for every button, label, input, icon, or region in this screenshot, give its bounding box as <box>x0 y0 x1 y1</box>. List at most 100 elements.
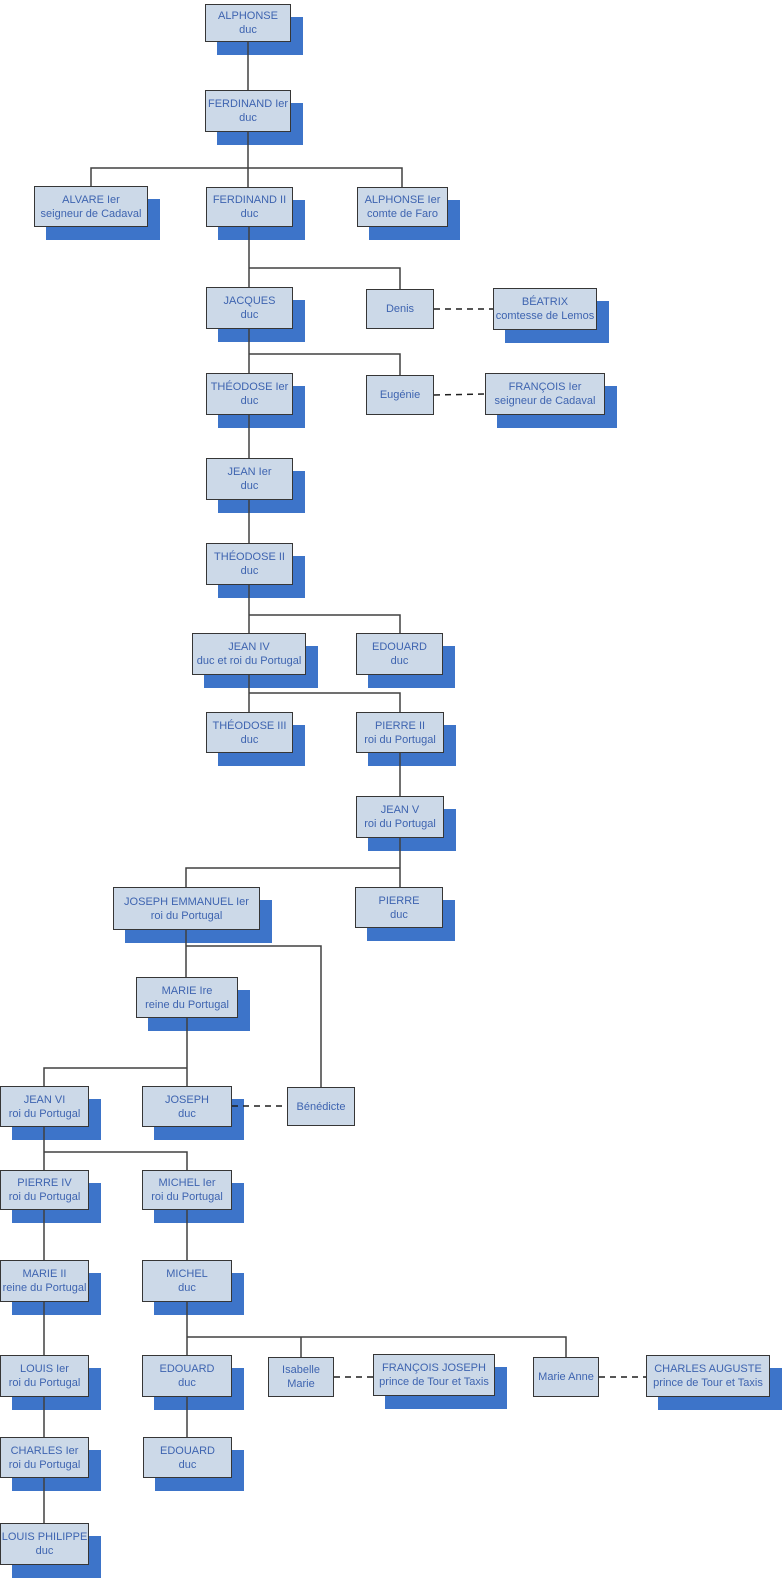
descent-connector <box>90 167 403 187</box>
node-eugenie: Eugénie <box>366 375 434 415</box>
node-name: JEAN IV <box>228 641 270 653</box>
node-title: prince de Tour et Taxis <box>653 1377 763 1389</box>
descent-connector <box>249 692 401 712</box>
node-title: duc <box>178 1377 196 1389</box>
node-name: FERDINAND II <box>212 194 287 206</box>
node-name: FRANÇOIS JOSEPH <box>382 1362 486 1374</box>
node-name: LOUIS PHILIPPE <box>1 1531 88 1543</box>
node-title: comte de Faro <box>367 208 438 220</box>
node-name: JOSEPH <box>164 1093 209 1106</box>
node-name: Bénédicte <box>296 1100 346 1113</box>
node-title: roi du Portugal <box>8 1377 81 1389</box>
node-title: duc <box>240 395 259 407</box>
node-title: duc <box>240 733 259 746</box>
descent-connector <box>43 1067 187 1086</box>
node-title: duc <box>178 1107 196 1120</box>
node-name: BÉATRIX <box>521 296 569 308</box>
node-title: roi du Portugal <box>151 1191 223 1203</box>
descent-connector <box>187 1336 567 1357</box>
node-title: duc <box>390 655 409 667</box>
marriage-connector <box>433 393 486 396</box>
node-theodose-2-duc: THÉODOSE II duc <box>206 543 293 585</box>
node-title: roi du Portugal <box>150 909 223 922</box>
node-name: PIERRE II <box>374 719 426 732</box>
node-name: ALPHONSE <box>218 10 278 22</box>
node-title: Marie <box>287 1378 315 1390</box>
node-title: roi du Portugal <box>364 818 436 830</box>
node-title: roi du Portugal <box>8 1191 81 1203</box>
descent-connector <box>44 1151 188 1170</box>
node-title: reine du Portugal <box>145 998 229 1011</box>
node-name: Denis <box>385 303 415 315</box>
node-name: EDOUARD <box>159 1444 215 1457</box>
node-title: comtesse de Lemos <box>495 310 595 322</box>
node-name: JEAN V <box>380 804 420 816</box>
node-name: Marie Anne <box>538 1371 594 1383</box>
node-alphonse-1er-faro: ALPHONSE Ier comte de Faro <box>357 187 448 227</box>
descent-connector <box>186 945 322 1087</box>
node-title: duc <box>240 208 259 220</box>
node-name: FRANÇOIS Ier <box>508 381 582 393</box>
node-denis: Denis <box>366 289 434 329</box>
node-title: duc <box>178 1458 197 1471</box>
node-name: MICHEL <box>166 1268 208 1280</box>
node-name: CHARLES Ier <box>10 1444 79 1457</box>
node-title: duc et roi du Portugal <box>196 655 302 667</box>
node-name: PIERRE <box>378 894 420 907</box>
node-name: JOSEPH EMMANUEL Ier <box>124 895 249 908</box>
node-title: prince de Tour et Taxis <box>379 1376 489 1388</box>
node-marie-2-reine: MARIE II reine du Portugal <box>0 1260 89 1302</box>
node-title: seigneur de Cadaval <box>40 207 142 220</box>
node-title: duc <box>390 908 408 921</box>
node-name: THÉODOSE III <box>212 719 287 732</box>
node-jean-5-roi: JEAN V roi du Portugal <box>356 796 444 838</box>
node-theodose-1er-duc: THÉODOSE Ier duc <box>206 373 293 415</box>
node-name: Isabelle <box>282 1364 320 1376</box>
node-ferdinand-2-duc: FERDINAND II duc <box>206 187 293 227</box>
node-title: duc <box>239 112 257 124</box>
node-title: duc <box>240 565 259 577</box>
node-name: THÉODOSE Ier <box>210 381 289 393</box>
node-name: MARIE Ire <box>161 984 213 997</box>
node-marie-anne: Marie Anne <box>533 1357 599 1397</box>
node-name: Eugénie <box>379 389 421 401</box>
node-title: duc <box>240 309 259 321</box>
node-title: reine du Portugal <box>2 1282 87 1294</box>
node-name: MARIE II <box>22 1268 67 1280</box>
node-title: duc <box>240 480 259 492</box>
node-name: JEAN VI <box>23 1093 66 1106</box>
node-name: JACQUES <box>223 295 276 307</box>
node-name: LOUIS Ier <box>20 1363 69 1375</box>
descent-connector <box>185 867 400 887</box>
node-name: JEAN Ier <box>227 466 272 478</box>
node-name: THÉODOSE II <box>214 551 285 563</box>
node-title: roi du Portugal <box>8 1458 81 1471</box>
node-name: ALPHONSE Ier <box>364 194 441 206</box>
node-name: ALVARE Ier <box>62 193 120 206</box>
node-ferdinand-1er-duc: FERDINAND Ier duc <box>205 90 291 132</box>
node-name: FERDINAND Ier <box>207 98 289 110</box>
node-title: roi du Portugal <box>8 1107 81 1120</box>
descent-connector <box>249 353 401 375</box>
